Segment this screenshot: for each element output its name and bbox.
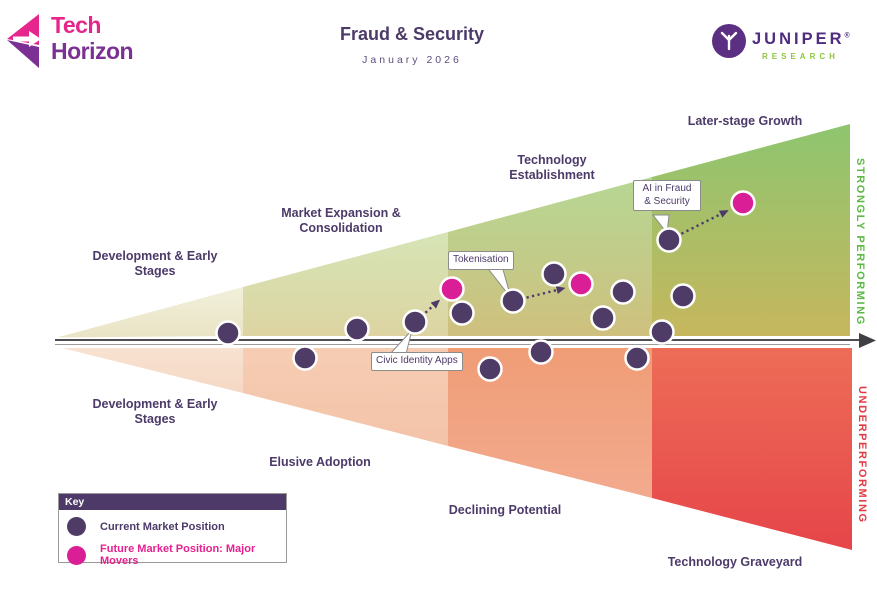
- strongly-performing-label: STRONGLY PERFORMING: [854, 158, 866, 326]
- performing-funnel: [57, 124, 850, 338]
- data-point-current: [449, 300, 475, 326]
- future-position-swatch: [67, 545, 86, 565]
- callout-tokenisation: Tokenisation: [448, 251, 514, 270]
- tech-horizon-logo: Tech Horizon: [6, 12, 134, 72]
- callout-ai-in-fraud-security: AI in Fraud & Security: [633, 180, 701, 211]
- juniper-wordmark: JUNIPER: [752, 30, 845, 48]
- data-point-current: [477, 356, 503, 382]
- stage-development-early-bottom: Development & Early Stages: [92, 397, 218, 427]
- data-point-current: [610, 279, 636, 305]
- data-point-current: [215, 320, 241, 346]
- data-point-current: [528, 339, 554, 365]
- legend-title: Key: [59, 494, 286, 510]
- data-point-current: [590, 305, 616, 331]
- underperforming-label: UNDERPERFORMING: [856, 386, 868, 524]
- data-point-future: [439, 276, 465, 302]
- stage-later-stage-growth: Later-stage Growth: [687, 114, 803, 128]
- page-subtitle: January 2026: [362, 54, 462, 66]
- tech-horizon-logo-mark: [7, 14, 41, 68]
- legend: Key Current Market Position Future Marke…: [58, 493, 287, 567]
- registered-mark: ®: [844, 32, 850, 40]
- axis-arrowhead: [859, 333, 876, 348]
- data-point-future: [730, 190, 756, 216]
- data-point-current-labelled: [500, 288, 526, 314]
- legend-label-current: Current Market Position: [100, 520, 225, 533]
- juniper-tagline: RESEARCH: [762, 52, 839, 61]
- stage-development-early-top: Development & Early Stages: [92, 249, 218, 279]
- data-point-current-labelled: [402, 309, 428, 335]
- stage-technology-establishment: Technology Establishment: [509, 153, 595, 183]
- data-point-current: [344, 316, 370, 342]
- data-point-current: [649, 319, 675, 345]
- callout-pointers: [388, 214, 670, 355]
- legend-item-future: Future Market Position: Major Movers: [67, 543, 286, 567]
- juniper-logo-icon: [712, 24, 746, 58]
- data-point-current-labelled: [656, 227, 682, 253]
- callout-civic-identity-apps: Civic Identity Apps: [371, 352, 463, 371]
- brand-word-horizon: Horizon: [51, 38, 134, 64]
- underperforming-funnel: [62, 348, 852, 550]
- legend-label-future: Future Market Position: Major Movers: [100, 543, 256, 567]
- data-point-current: [292, 345, 318, 371]
- stage-elusive-adoption: Elusive Adoption: [269, 455, 371, 469]
- current-position-swatch: [67, 517, 86, 536]
- mover-arrow: [526, 286, 566, 299]
- stage-declining-potential: Declining Potential: [448, 503, 562, 517]
- data-point-current: [541, 261, 567, 287]
- stage-technology-graveyard: Technology Graveyard: [667, 555, 803, 569]
- data-point-current: [624, 345, 650, 371]
- data-points-layer: [215, 190, 756, 382]
- data-point-future: [568, 271, 594, 297]
- juniper-research-logo: JUNIPER® RESEARCH: [710, 22, 850, 65]
- time-axis: [55, 333, 876, 348]
- legend-item-current: Current Market Position: [67, 517, 286, 536]
- brand-word-tech: Tech: [51, 12, 101, 38]
- stage-market-expansion: Market Expansion & Consolidation: [281, 206, 401, 236]
- page-title: Fraud & Security: [339, 24, 485, 44]
- data-point-current: [670, 283, 696, 309]
